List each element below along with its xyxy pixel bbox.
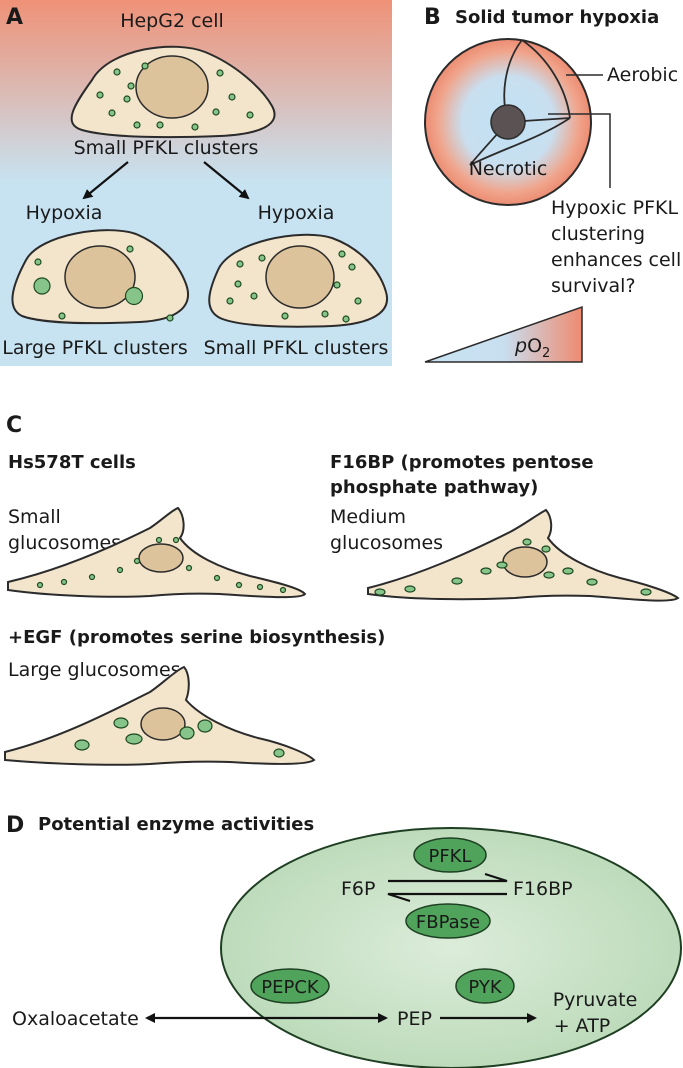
f16bp-label: F16BP (513, 878, 573, 900)
panel-b: B Solid tumor hypoxia Aerobic Necrotic H… (424, 5, 681, 363)
pepck-label: PEPCK (261, 977, 320, 998)
left-hypoxia-label: Hypoxia (26, 202, 103, 224)
small-cluster-dots (96, 62, 254, 131)
small-glucosome-dots (36, 536, 287, 594)
small-glucosomes-line-1: Small (8, 506, 61, 528)
large-cluster-dots (33, 245, 174, 322)
panel-c-letter: C (6, 413, 22, 438)
small-glucosomes-line-2: glucosomes (8, 532, 121, 554)
f16bp-title-line-2: phosphate pathway) (330, 477, 538, 498)
f16bp-title-line-1: F16BP (promotes pentose (330, 452, 594, 473)
pyk-label: PYK (468, 977, 502, 998)
medium-glucosome-dots (374, 538, 652, 596)
question-line-4: survival? (551, 275, 636, 297)
small-cluster-dots-right (226, 250, 362, 323)
f16bp-cell (367, 508, 680, 602)
tumor-diagram (424, 38, 592, 206)
question-line-1: Hypoxic PFKL (551, 197, 678, 219)
panel-b-letter: B (424, 5, 441, 30)
po2-p: p (514, 335, 527, 357)
f6p-f16bp-reversible-arrows (387, 872, 508, 903)
atp-label: + ATP (554, 1015, 611, 1037)
panel-d-title: Potential enzyme activities (38, 814, 314, 835)
panel-a-letter: A (6, 5, 23, 30)
fbpase-enzyme: FBPase (405, 903, 491, 939)
top-clusters-label: Small PFKL clusters (74, 137, 259, 159)
large-glucosome-dots (74, 717, 285, 758)
panel-d-letter: D (6, 813, 24, 838)
arrow-to-left-cell (82, 161, 129, 200)
necrotic-label: Necrotic (469, 158, 548, 180)
question-line-2: clustering (551, 223, 645, 245)
large-glucosomes-label: Large glucosomes (8, 659, 181, 681)
panel-a: A HepG2 cell Small PFKL cluster (0, 0, 392, 366)
panel-c: C Hs578T cells Small glucosomes (4, 413, 680, 766)
hepg2-cell-top (70, 45, 276, 139)
egf-cell (4, 665, 316, 766)
f6p-label: F6P (341, 878, 375, 900)
svg-text:pO2: pO2 (514, 335, 550, 361)
egf-title: +EGF (promotes serine biosynthesis) (8, 627, 385, 648)
aerobic-label: Aerobic (607, 64, 678, 86)
po2-gradient-wedge: pO2 (424, 305, 583, 363)
hs578t-title: Hs578T cells (8, 452, 136, 473)
small-clusters-label: Small PFKL clusters (204, 337, 389, 359)
medium-glucosomes-line-1: Medium (330, 506, 406, 528)
glucosome-compartment (220, 827, 682, 1068)
right-hypoxia-label: Hypoxia (258, 202, 335, 224)
medium-glucosomes-line-2: glucosomes (330, 532, 443, 554)
pfkl-enzyme: PFKL (413, 837, 487, 873)
panel-b-title: Solid tumor hypoxia (455, 7, 659, 28)
hypoxic-leader (548, 113, 611, 188)
pfkl-label: PFKL (428, 846, 471, 867)
panel-d: D Potential enzyme activities PFKL FBPas… (6, 813, 682, 1068)
oxaloacetate-label: Oxaloacetate (12, 1008, 139, 1030)
large-clusters-label: Large PFKL clusters (2, 337, 187, 359)
arrow-to-right-cell (203, 161, 250, 200)
question-line-3: enhances cell (551, 249, 681, 271)
fbpase-label: FBPase (416, 912, 480, 933)
pyruvate-label: Pyruvate (553, 989, 638, 1011)
pepck-enzyme: PEPCK (250, 968, 330, 1004)
hs578t-cell (7, 506, 307, 599)
hepg2-label: HepG2 cell (120, 10, 224, 32)
hypoxia-cell-right (208, 233, 389, 328)
po2-subscript: 2 (542, 346, 550, 361)
hypoxia-cell-left (11, 229, 189, 325)
pyk-enzyme: PYK (455, 968, 515, 1004)
po2-o: O (527, 335, 542, 357)
pep-label: PEP (397, 1008, 432, 1030)
necrotic-core (490, 104, 526, 140)
